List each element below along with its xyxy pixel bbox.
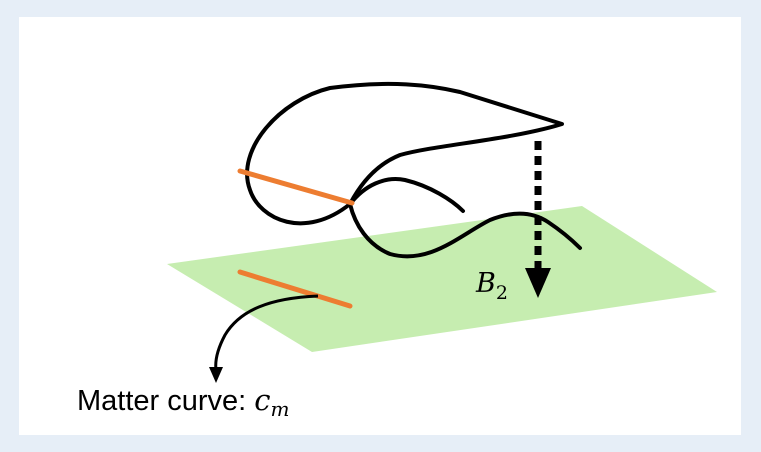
diagram-panel bbox=[19, 17, 741, 435]
matter-line-base bbox=[237, 269, 353, 309]
surface-outline bbox=[245, 81, 564, 226]
surface-lower-curve bbox=[348, 202, 582, 259]
base-label: B2 bbox=[476, 270, 508, 303]
surface-inner-curve bbox=[348, 177, 465, 213]
matter-pointer-arrowhead bbox=[209, 367, 223, 383]
matter-pointer-curve bbox=[214, 294, 319, 371]
matter-curve-caption: Matter curve: cm bbox=[77, 383, 290, 420]
base-plane bbox=[167, 206, 717, 352]
matter-caption-symbol: c bbox=[254, 383, 271, 417]
matter-caption-symbol-group: cm bbox=[254, 383, 289, 420]
matter-line-surface bbox=[237, 168, 355, 206]
projection-arrowhead bbox=[525, 268, 551, 298]
matter-caption-text: Matter curve: bbox=[77, 385, 255, 417]
base-label-subscript: 2 bbox=[495, 282, 508, 304]
base-label-symbol: B bbox=[476, 268, 496, 299]
matter-caption-subscript: m bbox=[270, 397, 290, 421]
